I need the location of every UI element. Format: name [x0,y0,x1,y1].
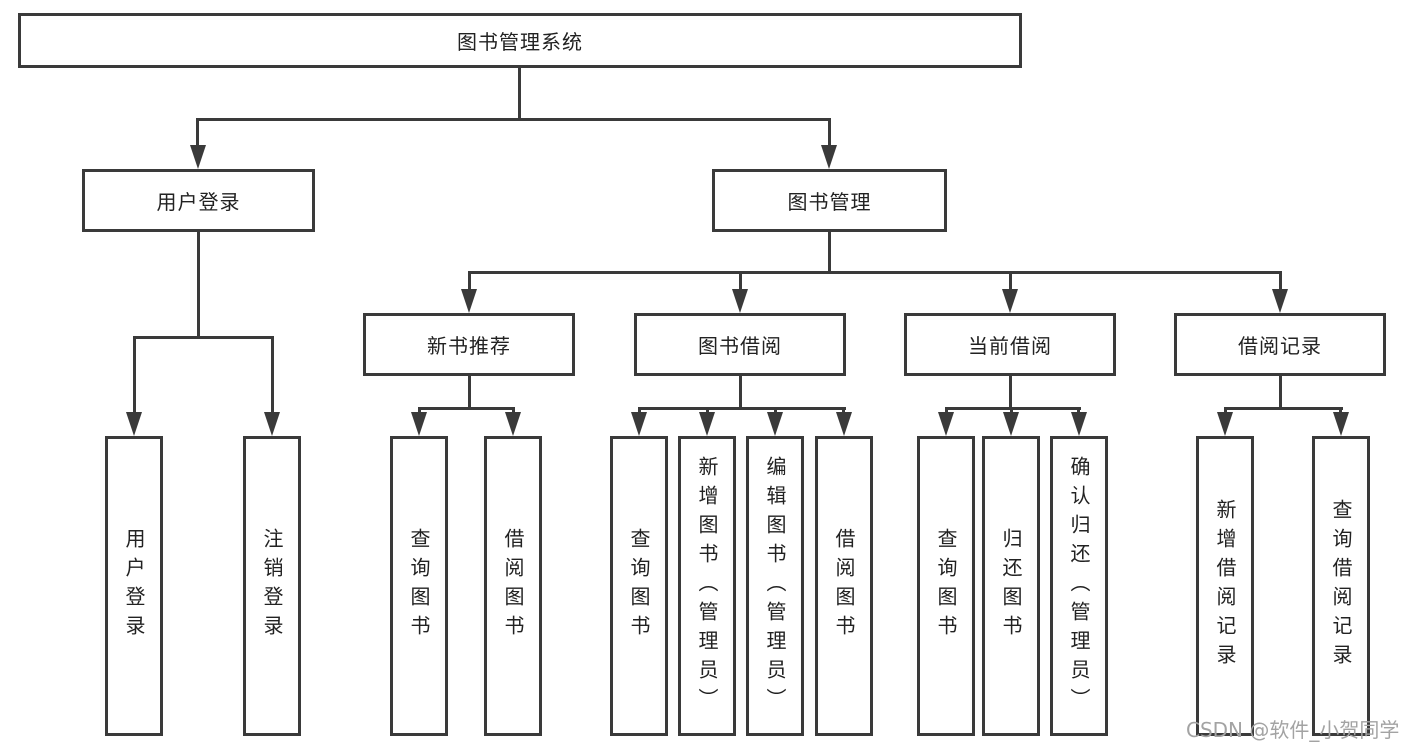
connector-book-borrow-stem [739,374,742,410]
leaf-borrow-book-1: 借阅图书 [484,436,542,736]
leaf-add-book-admin: 新增图书（管理员） [678,436,736,736]
connector-leaf-arm [842,407,845,416]
connector-book-management-stem [828,230,831,273]
arrow-down-icon [264,412,280,436]
arrow-down-icon [1272,289,1288,313]
leaf-query-book-3: 查询图书 [917,436,975,736]
node-current-borrow: 当前借阅 [904,313,1116,376]
connector-to-borrow-record [1279,271,1282,292]
arrow-down-icon [461,289,477,313]
leaf-query-book-1: 查询图书 [390,436,448,736]
connector-to-leaf-user-login [133,336,136,414]
leaf-user-login: 用户登录 [105,436,163,736]
connector-leaf-arm [512,407,515,416]
connector-to-current-borrow [1009,271,1012,292]
connector-book-borrow-branch [638,407,846,410]
node-borrow-record: 借阅记录 [1174,313,1386,376]
arrow-down-icon [1003,412,1019,436]
arrow-down-icon [1002,289,1018,313]
connector-book-management-branch [468,271,1282,274]
connector-leaf-arm [1010,407,1013,416]
connector-root-branch [196,118,831,121]
connector-user-login-branch [133,336,273,339]
leaf-add-borrow-record: 新增借阅记录 [1196,436,1254,736]
connector-leaf-arm [1077,407,1080,416]
leaf-confirm-return-admin: 确认归还（管理员） [1050,436,1108,736]
connector-leaf-arm [1224,407,1227,416]
arrow-down-icon [821,145,837,169]
connector-leaf-arm [638,407,641,416]
leaf-edit-book-admin: 编辑图书（管理员） [746,436,804,736]
connector-to-book-management [828,118,831,148]
arrow-down-icon [411,412,427,436]
arrow-down-icon [836,412,852,436]
connector-to-book-borrow [739,271,742,292]
node-user-login: 用户登录 [82,169,315,232]
arrow-down-icon [1333,412,1349,436]
arrow-down-icon [699,412,715,436]
node-new-book-recommend: 新书推荐 [363,313,575,376]
connector-new-book-stem [468,374,471,410]
leaf-logout: 注销登录 [243,436,301,736]
arrow-down-icon [1217,412,1233,436]
arrow-down-icon [1071,412,1087,436]
connector-user-login-stem [197,230,200,336]
connector-borrow-record-stem [1279,374,1282,410]
connector-new-book-branch [418,407,515,410]
arrow-down-icon [767,412,783,436]
connector-leaf-arm [706,407,709,416]
leaf-return-book: 归还图书 [982,436,1040,736]
arrow-down-icon [126,412,142,436]
node-book-borrow: 图书借阅 [634,313,846,376]
connector-leaf-arm [1339,407,1342,416]
arrow-down-icon [190,145,206,169]
connector-to-new-book-recommend [468,271,471,292]
node-book-management: 图书管理 [712,169,947,232]
arrow-down-icon [732,289,748,313]
leaf-query-book-2: 查询图书 [610,436,668,736]
connector-borrow-record-branch [1224,407,1343,410]
arrow-down-icon [631,412,647,436]
connector-leaf-arm [418,407,421,416]
connector-leaf-arm [774,407,777,416]
connector-to-user-login [196,118,199,148]
arrow-down-icon [938,412,954,436]
leaf-query-borrow-record: 查询借阅记录 [1312,436,1370,736]
connector-root-stem [518,66,521,118]
connector-leaf-arm [945,407,948,416]
connector-current-borrow-stem [1009,374,1012,410]
csdn-watermark: CSDN @软件_小贺同学 [1186,718,1400,742]
node-root: 图书管理系统 [18,13,1022,68]
connector-current-borrow-branch [945,407,1081,410]
connector-to-leaf-logout [271,336,274,414]
arrow-down-icon [505,412,521,436]
leaf-borrow-book-2: 借阅图书 [815,436,873,736]
